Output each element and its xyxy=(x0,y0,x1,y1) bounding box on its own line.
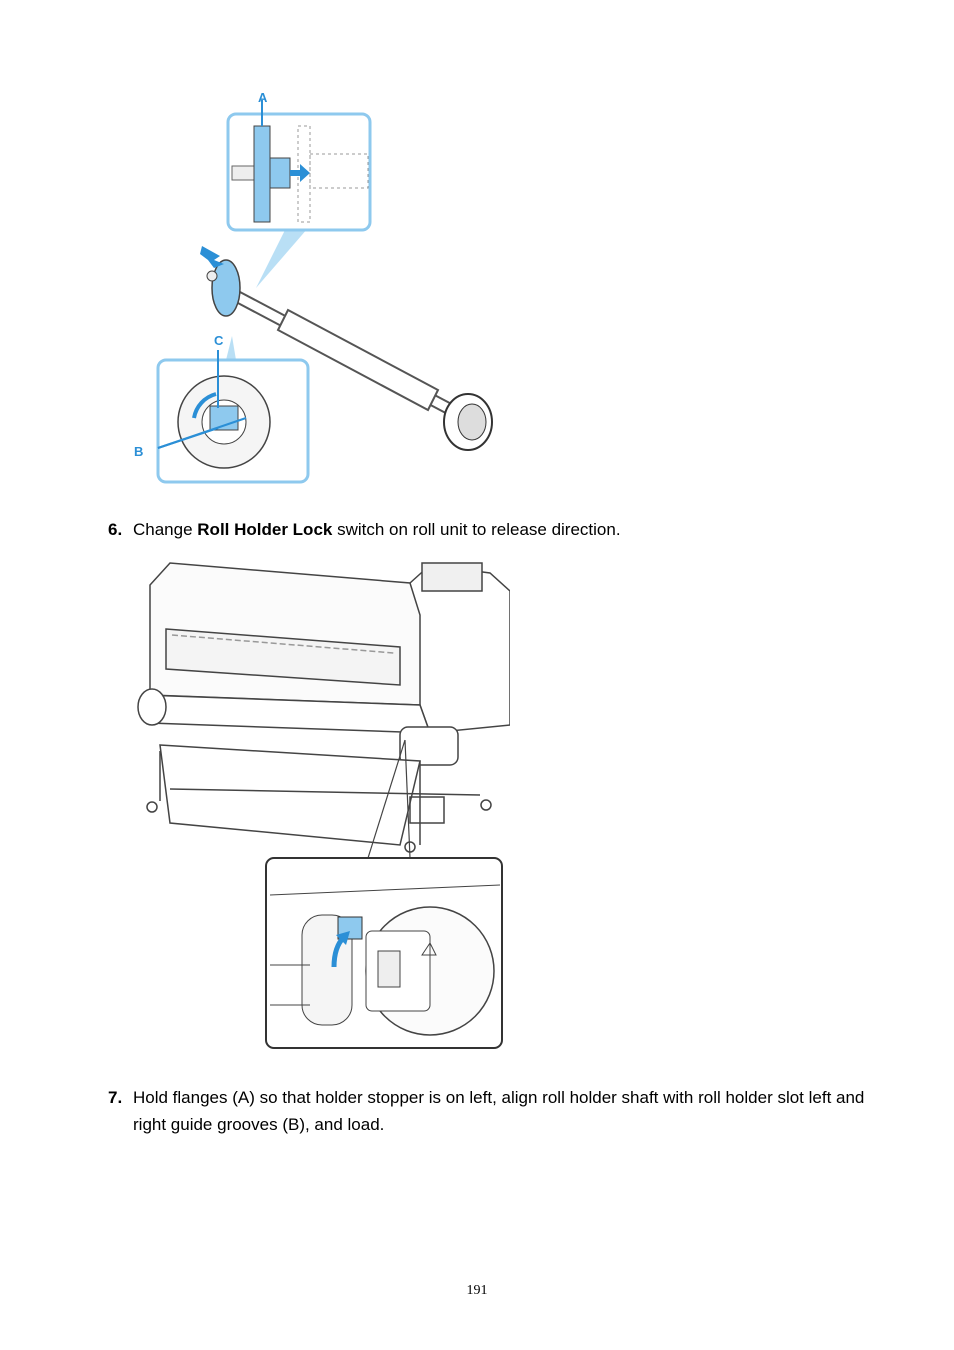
printer-body xyxy=(137,562,510,853)
roll-holder-illustration: A C B xyxy=(134,90,493,484)
step-6: 6. Change Roll Holder Lock switch on rol… xyxy=(108,516,868,543)
step-text-after: switch on roll unit to release direction… xyxy=(332,520,621,539)
step-text: Hold flanges (A) so that holder stopper … xyxy=(133,1088,865,1134)
label-b: B xyxy=(134,444,143,459)
step-number: 7. xyxy=(108,1088,123,1107)
step-text-before: Change xyxy=(133,520,198,539)
step-text-bold: Roll Holder Lock xyxy=(197,520,333,539)
printer-illustration xyxy=(137,562,510,1049)
page-number: 191 xyxy=(466,1283,488,1298)
label-c: C xyxy=(214,333,224,348)
flange-inset-a xyxy=(226,100,372,232)
step-number: 6. xyxy=(108,520,123,539)
roll-shaft xyxy=(200,246,493,451)
step-7: 7. Hold flanges (A) so that holder stopp… xyxy=(108,1084,868,1138)
label-a: A xyxy=(258,90,268,105)
lock-inset-bc xyxy=(156,350,310,484)
roll-lock-inset xyxy=(265,857,503,1049)
